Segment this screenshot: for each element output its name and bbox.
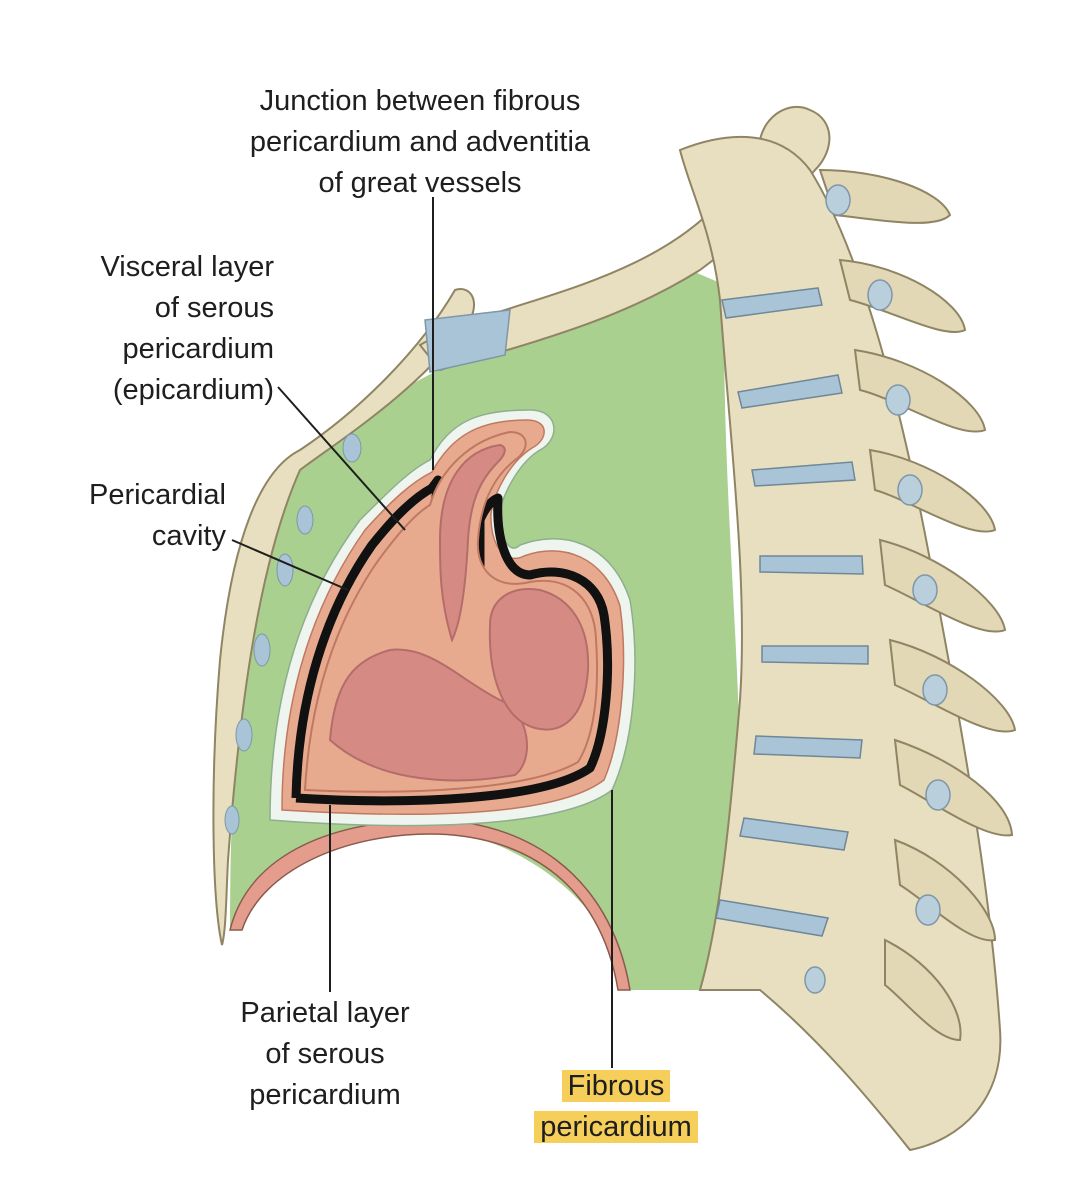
label-line-highlighted: pericardium [534,1111,698,1143]
label-line-highlighted: Fibrous [561,1070,671,1102]
label-line: Junction between fibrous [259,85,581,117]
label-fibrous-pericardium: Fibrous pericardium [526,1066,706,1148]
label-line: Visceral layer [100,251,274,283]
sternal-cartilage-spots [224,433,362,835]
label-visceral-layer: Visceral layer of serous pericardium (ep… [40,247,274,411]
leader-visceral [277,386,406,531]
label-line: of serous [154,292,274,324]
label-line: pericardium [122,333,275,365]
sternum [212,288,475,946]
vertebral-foramina [804,184,951,994]
diaphragm [229,819,631,991]
costal-cartilage [424,309,511,373]
label-line: of serous [265,1038,385,1070]
label-line: (epicardium) [112,374,274,406]
intervertebral-discs [715,287,869,937]
label-junction-fibrous-adventitia: Junction between fibrous pericardium and… [200,81,640,204]
label-pericardial-cavity: Pericardial cavity [30,475,226,557]
label-line: of great vessels [318,167,522,199]
heart-chambers [328,443,590,782]
label-line: cavity [151,520,226,552]
leader-cavity [231,539,349,591]
label-line: pericardium and adventitia [249,126,591,158]
label-line: Parietal layer [240,997,410,1029]
label-line: pericardium [249,1079,401,1111]
leader-lines [231,197,613,1068]
label-line: Pericardial [89,479,226,511]
label-parietal-layer: Parietal layer of serous pericardium [200,993,450,1116]
